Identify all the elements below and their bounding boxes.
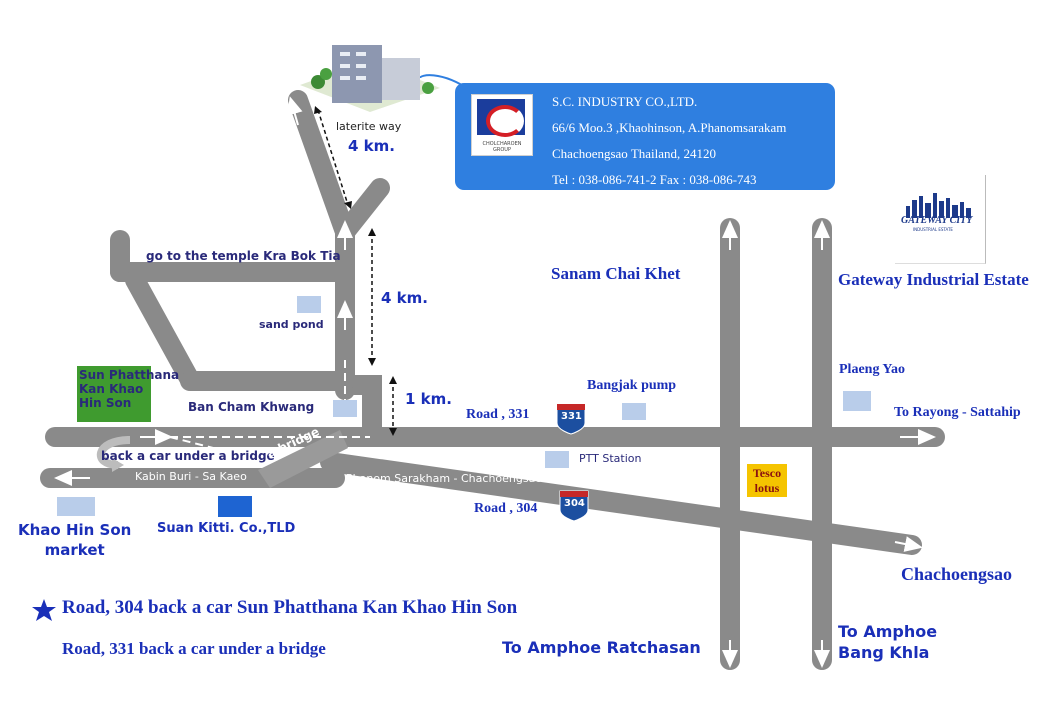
note-star: Road, 304 back a car Sun Phatthana Kan K… — [62, 597, 518, 618]
tesco-lotus-badge: Tesco lotus — [747, 464, 787, 497]
label-to-rayong: To Rayong - Sattahip — [894, 405, 1021, 420]
label-plaeng-yao: Plaeng Yao — [839, 362, 905, 377]
shield-304-icon — [559, 490, 589, 522]
label-to-bang-khla: To Amphoe Bang Khla — [838, 621, 937, 663]
dist-head-3a — [389, 376, 397, 384]
distance-arrow-laterite — [317, 109, 349, 206]
marker-ban-cham-khwang — [333, 400, 357, 417]
label-distance-4km: 4 km. — [381, 289, 428, 307]
label-chachoengsao: Chachoengsao — [901, 564, 1013, 584]
marker-plaeng-yao — [843, 391, 871, 411]
tesco-line-1: Tesco — [752, 466, 782, 480]
label-temple-road: go to the temple Kra Bok Tia — [146, 249, 341, 263]
route-dash-bridge — [169, 436, 269, 463]
label-suan-kitti: Suan Kitti. Co.,TLD — [157, 521, 296, 536]
label-kabin-buri-road: Kabin Buri - Sa Kaeo — [135, 470, 247, 483]
company-phone: Tel : 038-086-741-2 Fax : 038-086-743 — [552, 172, 757, 187]
label-sun-phatthana-line-1: Sun Phatthana — [79, 368, 180, 382]
label-phanom-sarakham-road: Phanom Sarakham - Chachoengsao — [346, 472, 543, 485]
dist-head-3b — [389, 428, 397, 436]
label-back-car-bridge: back a car under a bridge — [101, 449, 275, 463]
label-to-bang-khla-line-1: To Amphoe — [838, 622, 938, 641]
gateway-logo-subtitle: INDUSTRIAL ESTATE — [913, 227, 953, 232]
label-khao-hin-son-line-2: market — [44, 541, 105, 559]
marker-khao-hin-son-market — [57, 497, 95, 516]
shield-331-icon — [556, 403, 586, 435]
label-distance-1km: 1 km. — [405, 390, 452, 408]
label-road-304: Road , 304 — [474, 501, 538, 516]
label-ban-cham-khwang: Ban Cham Khwang — [188, 400, 315, 414]
label-khao-hin-son-market: Khao Hin Son market — [18, 520, 131, 560]
dist-head-2b — [368, 358, 376, 366]
company-name: S.C. INDUSTRY CO.,LTD. — [552, 94, 698, 109]
road-temple-diag — [125, 270, 200, 390]
gateway-city-logo: GATEWAY CITY INDUSTRIAL ESTATE — [895, 175, 986, 264]
dist-head-2a — [368, 228, 376, 236]
marker-suan-kitti — [218, 496, 252, 517]
factory-building-icon — [300, 45, 440, 112]
label-gateway-estate: Gateway Industrial Estate — [838, 270, 1029, 289]
shield-331-number: 331 — [561, 411, 582, 422]
company-logo: CHOLCHAROEN GROUP — [471, 94, 533, 156]
label-sand-pond: sand pond — [259, 318, 324, 331]
marker-ptt-station — [545, 451, 569, 468]
label-distance-laterite: 4 km. — [348, 137, 395, 155]
arrow-chachoengsao — [894, 536, 923, 552]
company-info-card: CHOLCHAROEN GROUP S.C. INDUSTRY CO.,LTD.… — [455, 83, 835, 190]
area-sun-phatthana — [77, 366, 151, 422]
label-sanam-chai-khet: Sanam Chai Khet — [551, 264, 681, 283]
label-sun-phatthana-line-2: Kan Khao — [79, 382, 144, 396]
label-sun-phatthana-line-3: Hin Son — [79, 396, 132, 410]
tesco-line-2: lotus — [754, 481, 780, 495]
label-khao-hin-son-line-1: Khao Hin Son — [18, 521, 132, 539]
logo-caption: CHOLCHAROEN GROUP — [482, 141, 522, 153]
marker-sand-pond — [297, 296, 321, 313]
marker-bangjak-pump — [622, 403, 646, 420]
label-ptt-station: PTT Station — [579, 452, 642, 465]
note-road-331: Road, 331 back a car under a bridge — [62, 639, 326, 658]
u-turn-arrow — [96, 436, 131, 469]
bridge-ramp — [258, 430, 348, 488]
gateway-logo-name: GATEWAY CITY — [901, 215, 973, 226]
label-to-ratchasan: To Amphoe Ratchasan — [502, 638, 701, 657]
shield-304-number: 304 — [564, 498, 585, 509]
road-branch-factory — [288, 90, 355, 242]
star-icon — [32, 599, 56, 621]
gateway-skyline-icon — [906, 193, 971, 218]
label-laterite-way: laterite way — [336, 120, 402, 133]
arrow-factory — [287, 96, 303, 126]
company-address-2: Chachoengsao Thailand, 24120 — [552, 146, 717, 161]
label-to-bang-khla-line-2: Bang Khla — [838, 643, 930, 662]
label-bangjak-pump: Bangjak pump — [587, 378, 677, 393]
company-address-1: 66/6 Moo.3 ,Khaohinson, A.Phanomsarakam — [552, 120, 787, 135]
label-sun-phatthana: Sun Phatthana Kan Khao Hin Son — [79, 368, 179, 410]
u-turn-arrowhead — [112, 458, 124, 472]
dist-head-1b — [344, 201, 352, 209]
road-branch-east — [335, 178, 390, 242]
label-road-331: Road , 331 — [466, 407, 530, 422]
dist-head-1a — [314, 106, 322, 114]
